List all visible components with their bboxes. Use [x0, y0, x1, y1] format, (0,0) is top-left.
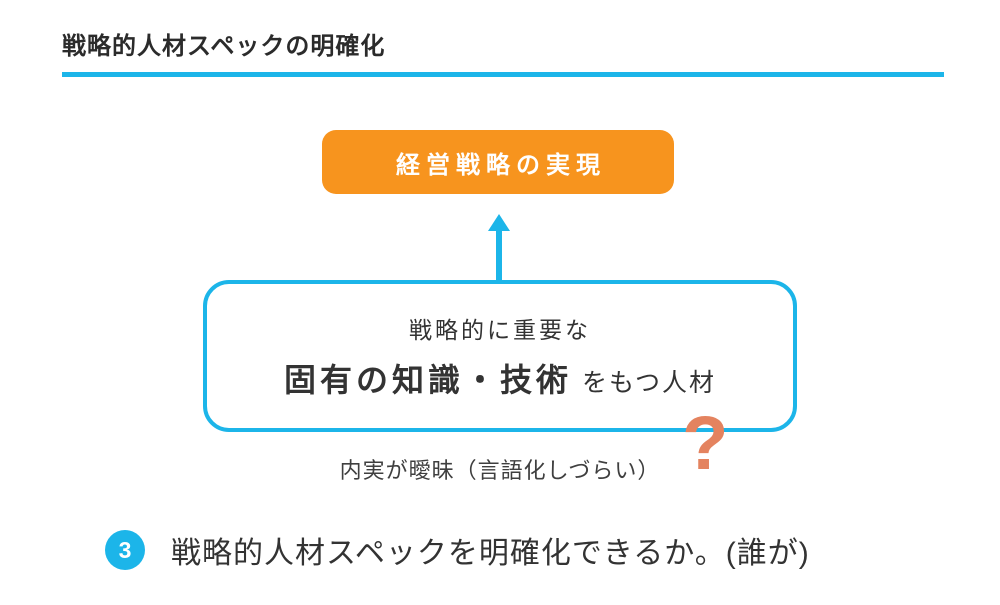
talent-box-line2: 固有の知識・技術 をもつ人材 [284, 355, 716, 401]
question-mark-icon: ? [682, 401, 729, 486]
talent-box-line2-rest: をもつ人材 [582, 369, 717, 397]
talent-box: 戦略的に重要な 固有の知識・技術 をもつ人材 [203, 280, 797, 432]
title-underline [62, 72, 944, 77]
footer-question: 戦略的人材スペックを明確化できるか。(誰が) [171, 537, 810, 570]
goal-box-label: 経営戦略の実現 [396, 151, 606, 179]
page-title: 戦略的人材スペックの明確化 [62, 33, 386, 60]
step-number-badge: 3 [105, 530, 145, 570]
footer-row: 3 戦略的人材スペックを明確化できるか。(誰が) [105, 528, 810, 572]
goal-box: 経営戦略の実現 [322, 130, 674, 194]
talent-box-line1: 戦略的に重要な [409, 317, 591, 343]
ambiguity-caption: 内実が曖昧（言語化しづらい） [339, 458, 661, 483]
up-arrow-shaft [496, 228, 502, 280]
up-arrow-icon [488, 214, 510, 231]
talent-box-line2-strong: 固有の知識・技術 [283, 362, 572, 398]
